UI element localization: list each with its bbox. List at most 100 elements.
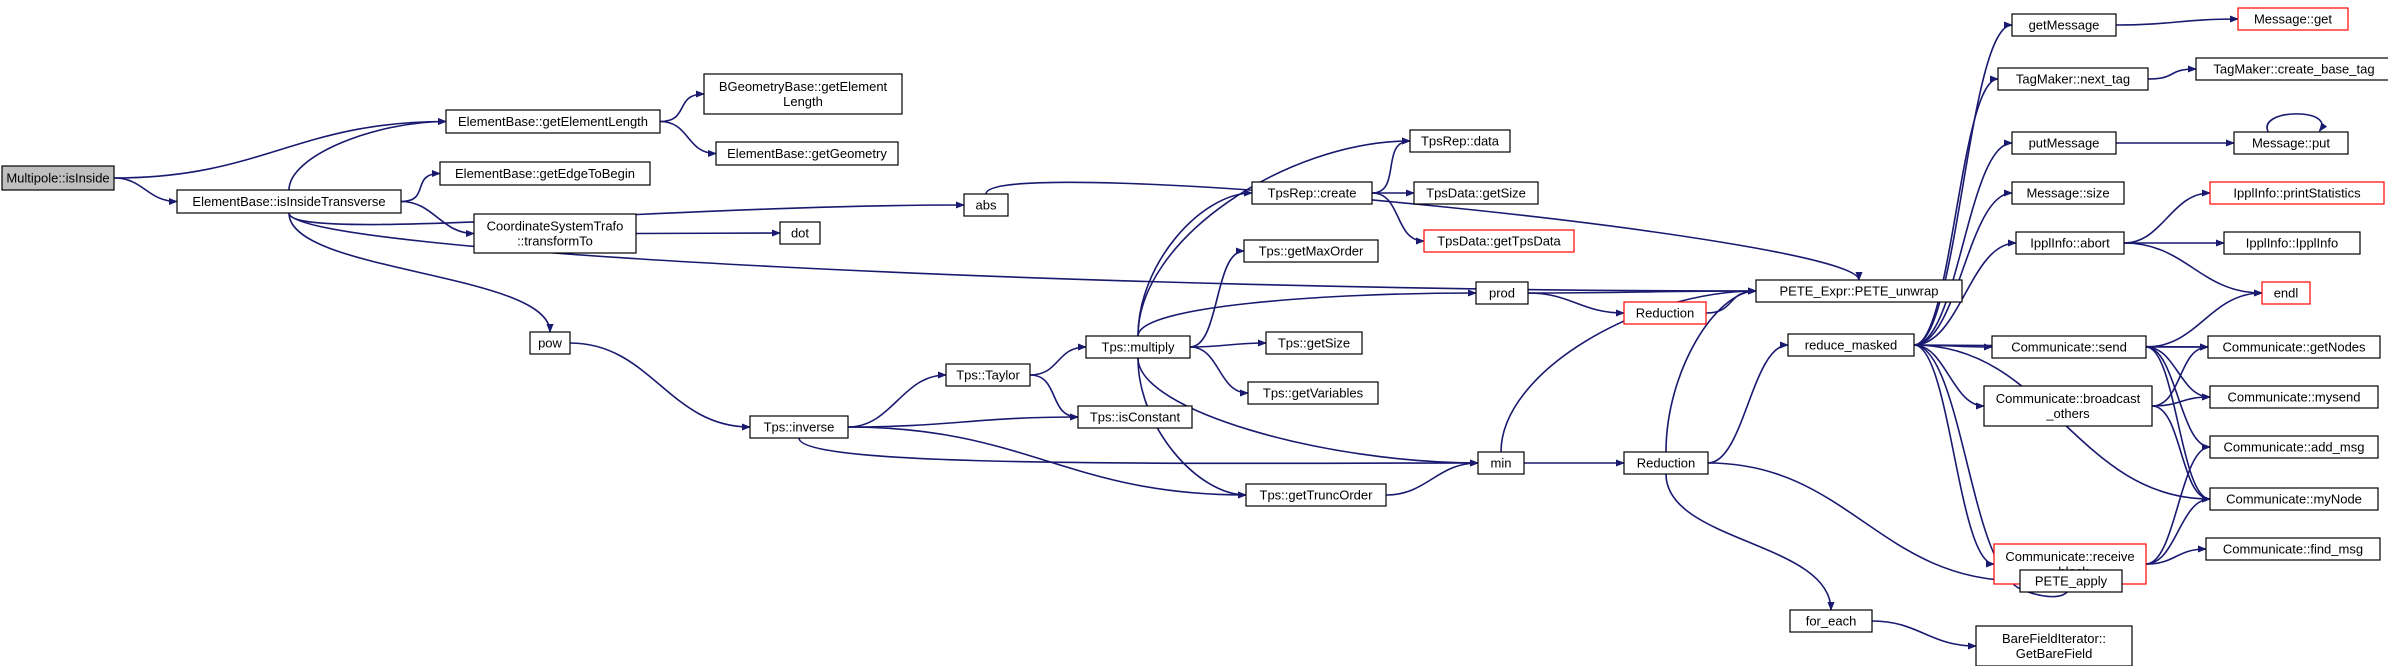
node-elementbase-isinsidetransverse[interactable]: ElementBase::isInsideTransverse — [176, 189, 402, 214]
node-label: reduce_masked — [1805, 338, 1898, 353]
node-box — [2011, 131, 2117, 155]
node-message-put[interactable]: Message::put — [2233, 131, 2349, 155]
node-label: TagMaker::create_base_tag — [2213, 62, 2374, 77]
edge-communicate_broadcast_others-to-communicate_mynode — [2151, 405, 2211, 503]
node-communicate-mynode[interactable]: Communicate::myNode — [2209, 487, 2379, 511]
node-box — [176, 189, 402, 214]
node-pete-expr-unwrap[interactable]: PETE_Expr::PETE_unwrap — [1755, 279, 1963, 303]
node-reduce-masked[interactable]: reduce_masked — [1787, 333, 1915, 357]
node-box — [749, 415, 849, 439]
node-message-get[interactable]: Message::get — [2237, 7, 2349, 31]
node-box — [1, 165, 115, 191]
edge-tps_multiply-to-tps_getmaxorder — [1189, 247, 1245, 348]
node-box — [1409, 129, 1511, 153]
node-for-each[interactable]: for_each — [1789, 609, 1873, 633]
node-tpsrep-data[interactable]: TpsRep::data — [1409, 129, 1511, 153]
edges — [113, 15, 2328, 650]
edge-multipole_isinside-to-elementbase_getelementlength — [113, 117, 447, 179]
node-tps-getvariables[interactable]: Tps::getVariables — [1247, 381, 1379, 405]
node-putmessage[interactable]: putMessage — [2011, 131, 2117, 155]
edge-prod-to-reduction_small — [1527, 292, 1625, 317]
node-label: getMessage — [2029, 18, 2100, 33]
edge-communicate_send-to-endl — [2145, 289, 2263, 348]
node-coordsystrafo-transformto[interactable]: CoordinateSystemTrafo::transformTo — [473, 213, 637, 254]
node-communicate-getnodes[interactable]: Communicate::getNodes — [2207, 335, 2381, 359]
node-label: Tps::inverse — [764, 420, 835, 435]
node-box — [1975, 625, 2133, 666]
node-reduction-small[interactable]: Reduction — [1623, 301, 1707, 325]
node-tagmaker-create-base-tag[interactable]: TagMaker::create_base_tag — [2195, 57, 2388, 81]
node-tpsdata-gettpsdata[interactable]: TpsData::getTpsData — [1423, 229, 1575, 253]
node-multipole-isinside: Multipole::isInside — [1, 165, 115, 191]
edge-communicate_send-to-communicate_add_msg — [2145, 346, 2211, 451]
node-box — [963, 193, 1009, 217]
node-box — [1477, 451, 1525, 475]
node-label: for_each — [1806, 614, 1857, 629]
edge-tps_multiply-to-tpsrep_create — [1137, 189, 1253, 337]
node-tps-gettruncorder[interactable]: Tps::getTruncOrder — [1245, 483, 1387, 507]
node-abs[interactable]: abs — [963, 193, 1009, 217]
edge-tps_multiply-to-tpsrep_data — [1137, 137, 1411, 337]
node-box — [2011, 181, 2125, 205]
node-dot[interactable]: dot — [779, 221, 821, 245]
node-tps-taylor[interactable]: Tps::Taylor — [945, 363, 1031, 387]
node-pete-apply[interactable]: PETE_apply — [2019, 569, 2123, 593]
node-message-size[interactable]: Message::size — [2011, 181, 2125, 205]
node-label: Tps::getTruncOrder — [1260, 488, 1374, 503]
node-box — [2205, 537, 2381, 561]
node-elementbase-getelementlength[interactable]: ElementBase::getElementLength — [445, 109, 661, 134]
node-box — [1991, 335, 2147, 359]
node-barefielditerator-getbarefield[interactable]: BareFieldIterator::GetBareField — [1975, 625, 2133, 666]
edge-tps_multiply-to-tps_getvariables — [1189, 346, 1249, 397]
node-endl[interactable]: endl — [2261, 281, 2311, 305]
edge-tpsrep_create-to-tpsrep_data — [1371, 137, 1411, 194]
node-label: ElementBase::getElementLength — [458, 114, 648, 129]
node-box — [2011, 13, 2117, 37]
edge-communicate_broadcast_others-to-communicate_mysend — [2151, 393, 2211, 407]
edge-tps_multiply-to-tps_gettruncorder — [1137, 357, 1247, 499]
node-tps-inverse[interactable]: Tps::inverse — [749, 415, 849, 439]
node-box — [2261, 281, 2311, 305]
node-box — [473, 213, 637, 254]
node-box — [2223, 231, 2361, 255]
node-ipplinfo-printstatistics[interactable]: IpplInfo::printStatistics — [2209, 181, 2385, 205]
node-tpsrep-create[interactable]: TpsRep::create — [1251, 181, 1373, 205]
node-label: endl — [2274, 286, 2299, 301]
node-pow[interactable]: pow — [529, 331, 571, 355]
edge-tps_taylor-to-tps_isconstant — [1029, 374, 1079, 421]
node-tagmaker-next-tag[interactable]: TagMaker::next_tag — [1997, 67, 2149, 91]
node-tps-getsize[interactable]: Tps::getSize — [1265, 331, 1363, 355]
node-communicate-add-msg[interactable]: Communicate::add_msg — [2209, 435, 2379, 459]
node-label: Communicate::send — [2011, 340, 2127, 355]
node-tps-getmaxorder[interactable]: Tps::getMaxOrder — [1243, 239, 1379, 263]
edge-for_each-to-barefielditerator_getbarefield — [1871, 620, 1977, 650]
node-communicate-find-msg[interactable]: Communicate::find_msg — [2205, 537, 2381, 561]
node-tps-isconstant[interactable]: Tps::isConstant — [1077, 405, 1193, 429]
edge-tps_multiply-to-prod — [1137, 289, 1477, 337]
node-min[interactable]: min — [1477, 451, 1525, 475]
node-getmessage[interactable]: getMessage — [2011, 13, 2117, 37]
node-elementbase-getgeometry[interactable]: ElementBase::getGeometry — [715, 141, 899, 166]
node-box — [1085, 335, 1191, 359]
node-ipplinfo-ipplinfo[interactable]: IpplInfo::IpplInfo — [2223, 231, 2361, 255]
node-box — [2015, 231, 2125, 255]
node-box — [703, 73, 903, 115]
node-tpsdata-getsize[interactable]: TpsData::getSize — [1413, 181, 1539, 205]
node-reduction[interactable]: Reduction — [1623, 451, 1709, 475]
node-box — [1413, 181, 1539, 205]
node-elementbase-getedgetobegin[interactable]: ElementBase::getEdgeToBegin — [439, 161, 651, 186]
node-box — [1423, 229, 1575, 253]
node-box — [1475, 281, 1529, 305]
node-label: ElementBase::isInsideTransverse — [192, 194, 385, 209]
node-communicate-mysend[interactable]: Communicate::mysend — [2209, 385, 2379, 409]
node-communicate-send[interactable]: Communicate::send — [1991, 335, 2147, 359]
node-communicate-broadcast-others[interactable]: Communicate::broadcast_others — [1983, 385, 2153, 427]
node-tps-multiply[interactable]: Tps::multiply — [1085, 335, 1191, 359]
edge-reduce_masked-to-communicate_broadcast_others — [1913, 344, 1985, 410]
node-ipplinfo-abort[interactable]: IpplInfo::abort — [2015, 231, 2125, 255]
node-prod[interactable]: prod — [1475, 281, 1529, 305]
node-label: TpsData::getTpsData — [1437, 234, 1561, 249]
node-box — [1623, 451, 1709, 475]
